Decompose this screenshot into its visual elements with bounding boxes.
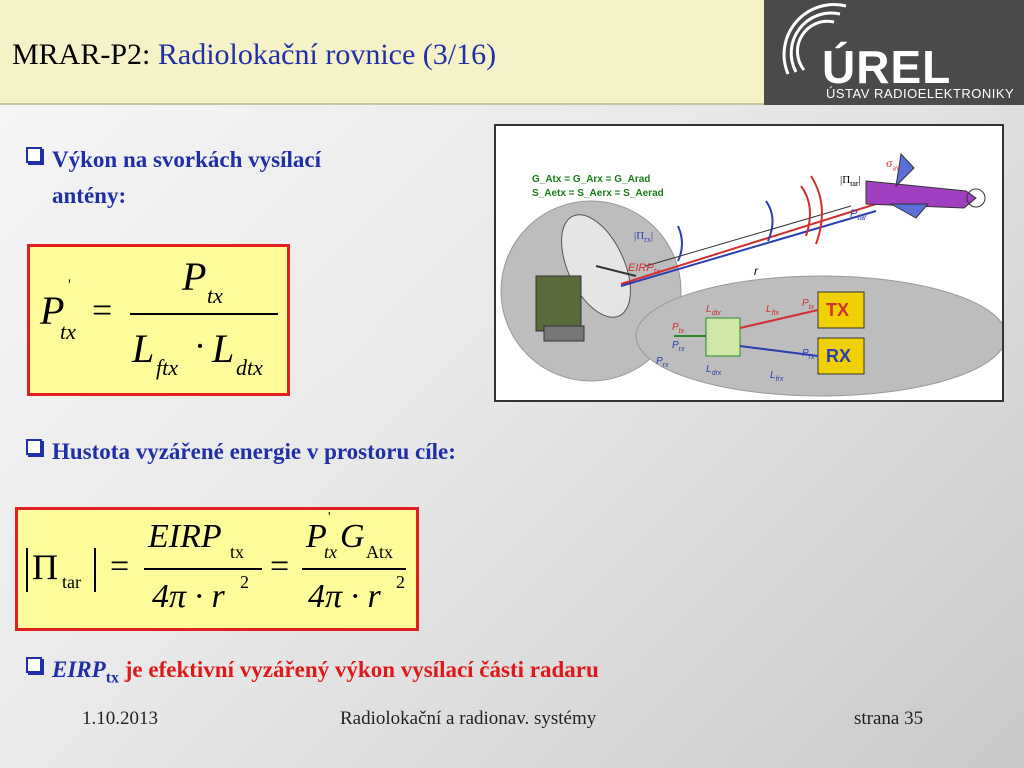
airplane-target-icon (865, 152, 986, 219)
bullet-text-line2: antény: (52, 182, 127, 208)
eirp-definition-text: je efektivní vyzářený výkon vysílací čás… (124, 657, 599, 682)
f2-num2-g-sub: Atx (366, 542, 393, 562)
bullet-text: Hustota vyzářené energie v prostoru cíle… (52, 439, 456, 464)
f2-bar2 (302, 568, 406, 570)
f2-den2-sup: 2 (396, 572, 405, 592)
tx-label: TX (826, 300, 850, 320)
system-zoom-ellipse (635, 275, 1002, 397)
l-drx-label: Ldrx (706, 364, 722, 377)
header-bar: MRAR-P2: Radiolokační rovnice (3/16) (0, 0, 764, 105)
logo-arcs-icon (782, 3, 847, 75)
footer-page: strana 35 (854, 708, 924, 729)
bullet-text-line1: Výkon na svorkách vysílací (52, 147, 322, 172)
p-rx-prime-label: Prx (672, 340, 685, 353)
f2-num2-p: P (306, 518, 327, 555)
eirp-term: EIRP (52, 657, 106, 682)
f2-lhs-sub: tar (62, 572, 81, 592)
f2-den2: 4π · r (308, 578, 381, 615)
rx-beam-line (620, 210, 877, 287)
pi-rx-label: |Πrx| (634, 230, 654, 245)
wave-arcs (677, 175, 823, 262)
sigma-label: σav (886, 156, 901, 173)
title-subtitle: Radiolokační rovnice (3/16) (157, 38, 497, 71)
urel-logo: ÚREL ÚSTAV RADIOELEKTRONIKY (764, 0, 1024, 105)
abs-bar-left (26, 548, 28, 592)
f1-den-b-sub: dtx (236, 355, 263, 380)
l-frx-label: Lfrx (770, 370, 784, 383)
bullet-eirp-definition: EIRPtx je efektivní vyzářený výkon vysíl… (26, 652, 599, 691)
bullet-box-icon (26, 657, 42, 673)
p-tx-prime-label: Ptx (672, 322, 685, 335)
f1-lhs-prime: ' (68, 277, 71, 294)
f1-fraction-bar (130, 313, 278, 315)
logo-fullname: ÚSTAV RADIOELEKTRONIKY (826, 86, 1015, 101)
tx-beam-line (620, 203, 877, 285)
f1-den-a-sub: ftx (156, 355, 178, 380)
eirp-term-sub: tx (105, 669, 120, 687)
f1-den-a: L (132, 326, 155, 371)
f2-den1: 4π · r (152, 578, 225, 615)
range-r-label: r (754, 264, 758, 278)
gain-label-1: G_Atx = G_Arx = G_Arad (532, 174, 651, 185)
p-rx2-label: Prx (656, 356, 669, 369)
bullet-transmit-power: Výkon na svorkách vysílací antény: (26, 142, 322, 213)
slide-title: MRAR-P2: Radiolokační rovnice (3/16) (12, 38, 496, 72)
radar-diagram: G_Atx = G_Arx = G_Arad S_Aetx = S_Aerx =… (494, 124, 1004, 402)
p-tar-label: Ptar (850, 208, 867, 223)
f2-num1-sub: tx (230, 542, 245, 562)
f2-eq1: = (110, 548, 130, 585)
footer-course: Radiolokační a radionav. systémy (340, 708, 597, 729)
formula-energy-density: Π tar = EIRP tx 4π · r 2 = P ' tx G Atx … (15, 507, 419, 631)
p-rx-label: Prx (802, 348, 815, 361)
f2-den1-sup: 2 (240, 572, 249, 592)
f1-numerator: P (182, 254, 207, 299)
f2-num2-p-sub: tx (324, 542, 337, 562)
f2-bar1 (144, 568, 262, 570)
f1-numerator-sub: tx (207, 283, 223, 308)
f1-den-b: L (212, 326, 235, 371)
f1-den-dot: · (194, 326, 206, 366)
p-tx-label: Ptx (802, 298, 815, 311)
title-code: MRAR-P2: (12, 38, 151, 71)
f1-equals: = (92, 290, 113, 330)
l-dtx-label: Ldtx (706, 304, 721, 317)
rx-label: RX (826, 346, 852, 366)
duplexer-icon (705, 317, 741, 357)
gain-label-2: S_Aetx = S_Aerx = S_Aerad (532, 188, 664, 199)
bullet-box-icon (26, 147, 42, 163)
pi-tar-label: |Πtar| (840, 174, 861, 189)
f2-eq2: = (270, 548, 290, 585)
f2-num2-prime: ' (328, 510, 331, 525)
f2-num2-g: G (340, 518, 365, 555)
formula-transmit-power: P ' tx = P tx L ftx · L dtx (27, 244, 290, 396)
f1-lhs-sub: tx (60, 319, 76, 344)
abs-bar-right (94, 548, 96, 592)
l-ftx-label: Lftx (766, 304, 779, 317)
eirp-label: EIRPtx (628, 262, 660, 277)
logo-name: ÚREL (822, 41, 952, 93)
footer-date: 1.10.2013 (82, 708, 158, 729)
bullet-energy-density: Hustota vyzářené energie v prostoru cíle… (26, 434, 456, 470)
range-line (645, 205, 852, 267)
dish-antenna-icon (535, 214, 637, 342)
bullet-box-icon (26, 439, 42, 455)
f1-lhs: P (40, 288, 65, 333)
f2-lhs: Π (32, 547, 58, 587)
f2-num1: EIRP (148, 518, 222, 555)
